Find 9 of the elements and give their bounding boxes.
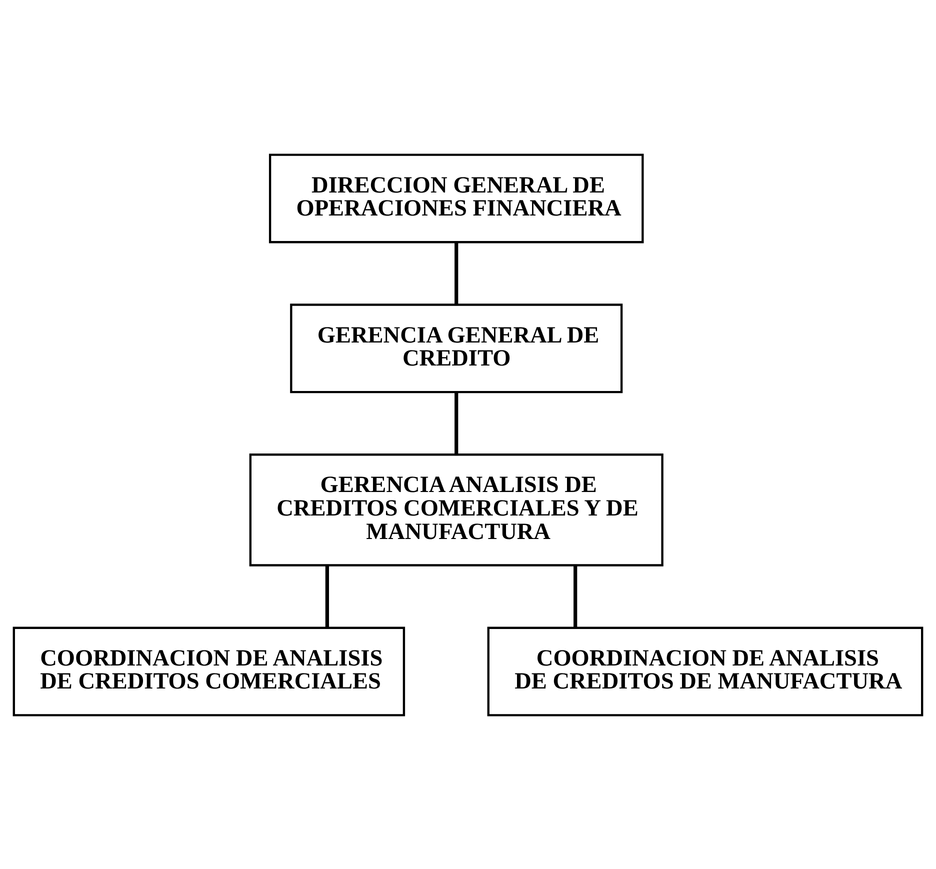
node-box: COORDINACION DE ANALISIS DE CREDITOS DE MANUFACTURA: [487, 626, 924, 716]
node-box: GERENCIA GENERAL DE CREDITO: [290, 303, 623, 393]
node-box: COORDINACION DE ANALISIS DE CREDITOS COMERCIALES: [12, 626, 406, 716]
connector: [574, 565, 578, 628]
connector: [325, 565, 329, 628]
connector: [454, 392, 458, 454]
connector: [454, 242, 458, 304]
node-box: GERENCIA ANALISIS DE CREDITOS COMERCIALES Y DE MANUFACTURA: [249, 453, 664, 566]
node-box: DIRECCION GENERAL DE OPERACIONES FINANCIERA: [268, 153, 644, 243]
